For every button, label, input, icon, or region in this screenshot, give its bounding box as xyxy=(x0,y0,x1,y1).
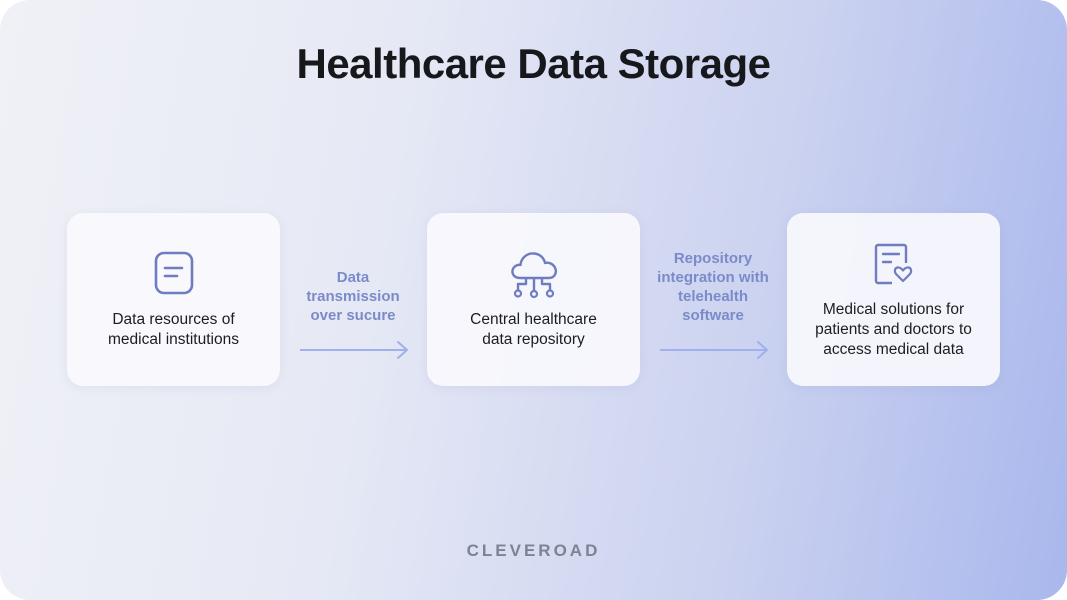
diagram-title: Healthcare Data Storage xyxy=(296,40,771,87)
edge-label-line: software xyxy=(682,307,744,324)
node-central-repository: Central healthcare data repository xyxy=(427,213,640,386)
node-label-line: Medical solutions for xyxy=(822,301,965,318)
edge-label-line: transmission xyxy=(306,288,400,305)
edge-label-integration: Repository integration with telehealth s… xyxy=(643,249,783,325)
node-label: Central healthcare data repository xyxy=(441,310,626,350)
node-label-line: data repository xyxy=(482,331,585,348)
edge-label-line: telehealth xyxy=(677,288,749,305)
node-label-line: patients and doctors to xyxy=(815,321,972,338)
medical-record-heart-icon xyxy=(787,243,1000,293)
edge-label-line: over sucure xyxy=(310,307,396,324)
cloud-network-icon xyxy=(427,248,640,299)
node-label: Data resources of medical institutions xyxy=(81,310,266,350)
brand-logo: CLEVEROAD xyxy=(466,541,601,560)
edge-label-transmission: Data transmission over sucure xyxy=(293,268,413,325)
arrow-right-icon xyxy=(660,341,768,359)
edge-label-line: Data xyxy=(336,269,370,286)
node-label-line: Data resources of xyxy=(112,311,235,328)
document-icon xyxy=(67,251,280,301)
node-label-line: access medical data xyxy=(823,341,964,358)
node-data-resources: Data resources of medical institutions xyxy=(67,213,280,386)
node-label: Medical solutions for patients and docto… xyxy=(801,300,986,360)
node-medical-solutions: Medical solutions for patients and docto… xyxy=(787,213,1000,386)
arrow-right-icon xyxy=(300,341,408,359)
edge-label-line: integration with xyxy=(657,269,769,286)
node-label-line: Central healthcare xyxy=(470,311,597,328)
edge-label-line: Repository xyxy=(673,250,753,267)
node-label-line: medical institutions xyxy=(108,331,239,348)
